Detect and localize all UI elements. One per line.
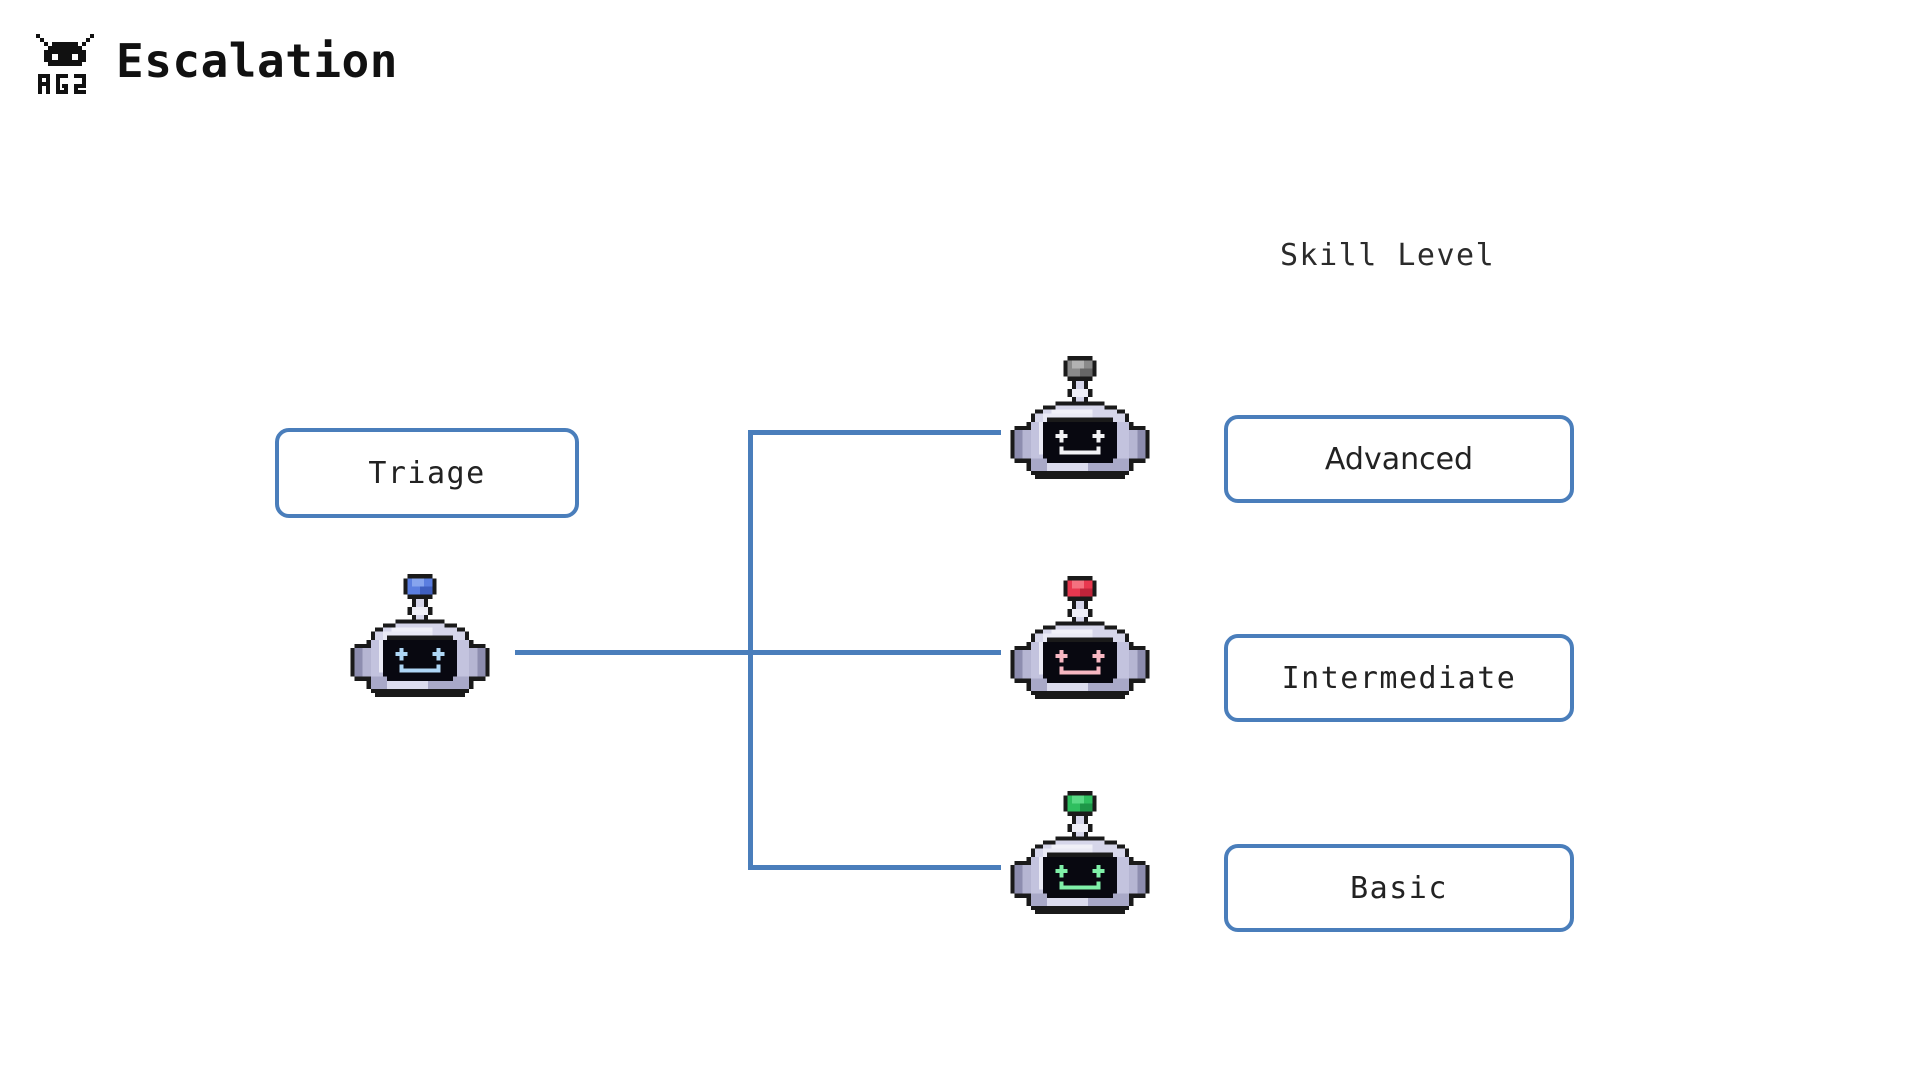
robot-avatar-basic-icon — [1010, 791, 1150, 915]
robot-avatar-advanced-icon — [1010, 356, 1150, 480]
page-title: Escalation — [116, 34, 398, 88]
connector-branch-basic — [748, 865, 1001, 870]
page-header: Escalation — [34, 28, 398, 94]
ag2-robot-logo-icon — [36, 34, 94, 94]
robot-avatar-triage-icon — [350, 574, 490, 698]
node-label-advanced: Advanced — [1324, 441, 1474, 477]
node-box-triage[interactable]: Triage — [275, 428, 579, 518]
skill-level-column-header: Skill Level — [1280, 238, 1496, 273]
node-label-triage: Triage — [368, 455, 486, 491]
connector-branch-advanced — [748, 430, 1001, 435]
node-box-intermediate[interactable]: Intermediate — [1224, 634, 1574, 722]
node-label-basic: Basic — [1350, 870, 1448, 906]
robot-avatar-intermediate-icon — [1010, 576, 1150, 700]
node-label-intermediate: Intermediate — [1281, 660, 1517, 696]
node-box-basic[interactable]: Basic — [1224, 844, 1574, 932]
connector-branch-intermediate — [748, 650, 1001, 655]
node-box-advanced[interactable]: Advanced — [1224, 415, 1574, 503]
